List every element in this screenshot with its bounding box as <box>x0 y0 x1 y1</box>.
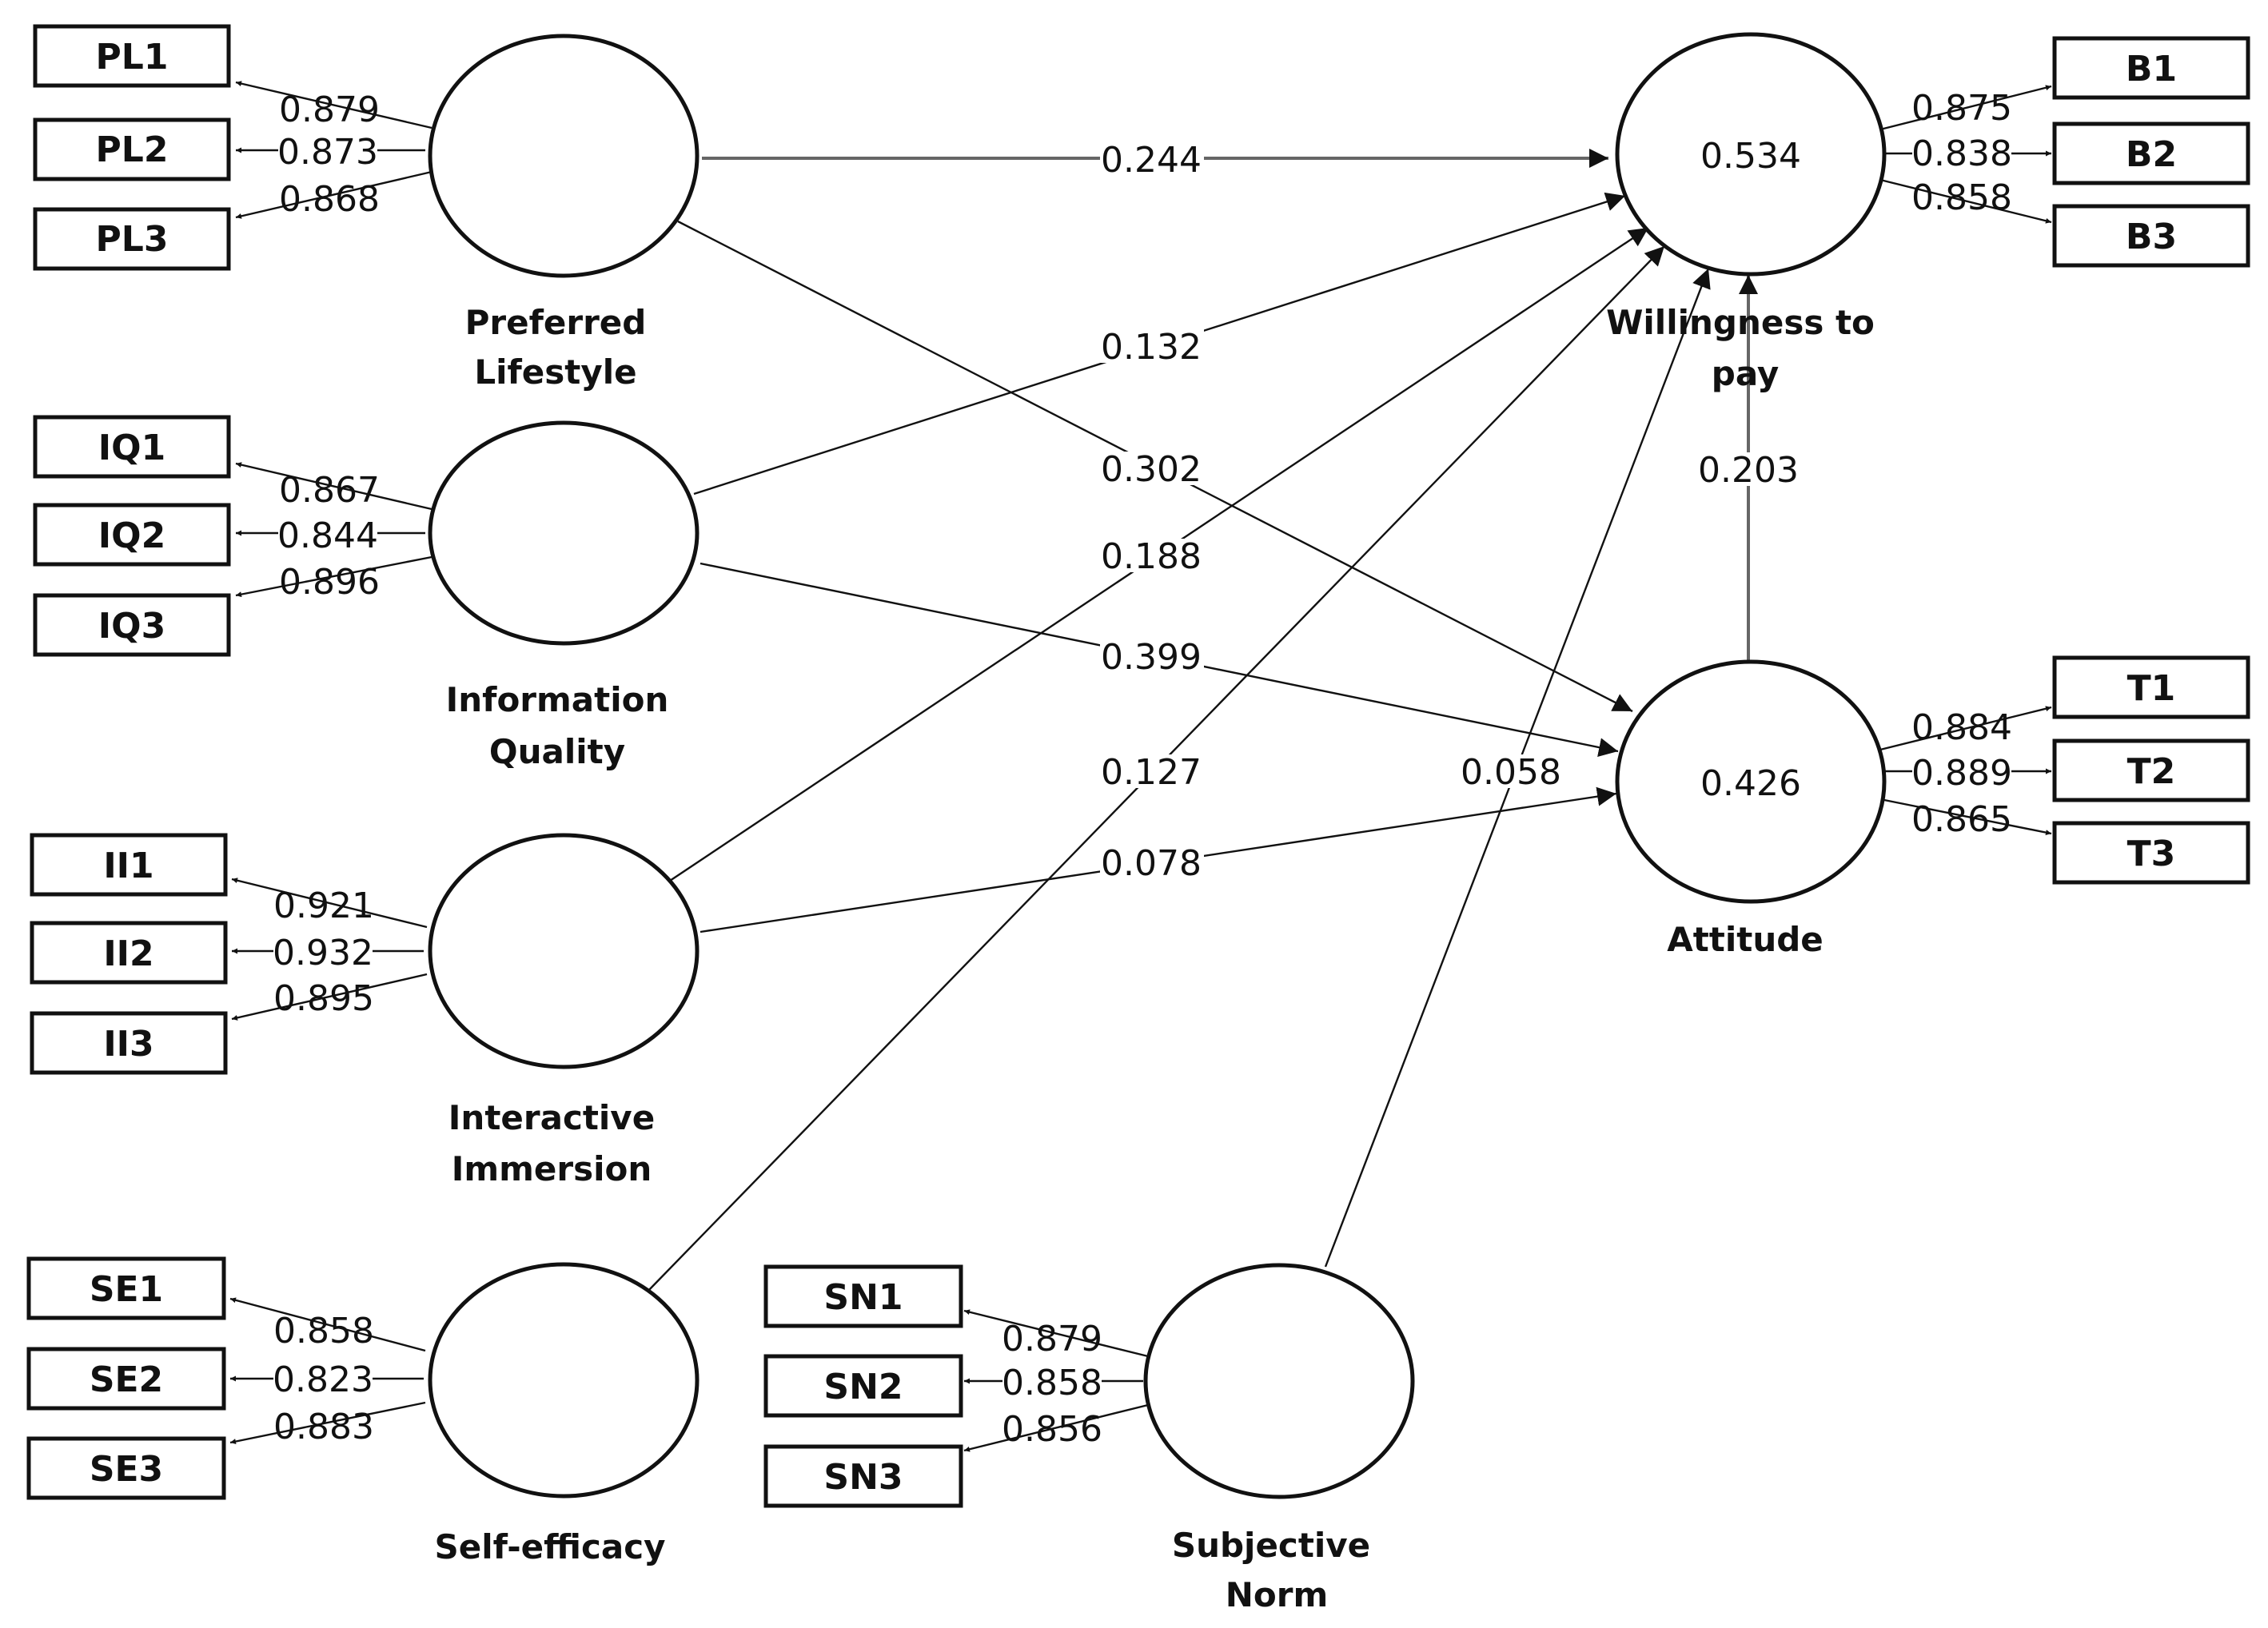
indicator-iq2: IQ2 <box>98 515 165 556</box>
indicator-sn3: SN3 <box>823 1457 903 1498</box>
lv-name-wtp-1: Willingness to <box>1606 303 1875 342</box>
indicator-pl2: PL2 <box>96 129 169 170</box>
r2-attitude: 0.426 <box>1700 763 1801 804</box>
indicator-pl3: PL3 <box>96 219 169 260</box>
coef-sn-wtp: 0.058 <box>1461 752 1561 793</box>
loading-se2: 0.823 <box>273 1359 373 1400</box>
latent-willingness-to-pay <box>1615 32 1887 277</box>
latent-subjective-norm <box>1143 1263 1415 1499</box>
lv-name-ii-1: Interactive <box>448 1098 655 1137</box>
latent-variables <box>428 32 1887 1499</box>
lv-name-pl-1: Preferred <box>465 303 647 342</box>
indicator-ii1: II1 <box>103 846 153 886</box>
path-coefficient-labels: 0.244 0.132 0.302 0.188 0.399 0.127 0.05… <box>1100 140 1800 884</box>
coef-pl-att: 0.302 <box>1101 449 1202 490</box>
loading-sn1: 0.879 <box>1002 1319 1102 1359</box>
coef-ii-att: 0.078 <box>1101 843 1202 884</box>
indicator-sn2: SN2 <box>823 1367 903 1407</box>
latent-attitude <box>1615 659 1887 904</box>
loading-iq1: 0.867 <box>279 470 380 511</box>
coef-iq-wtp: 0.132 <box>1101 327 1202 368</box>
coef-pl-wtp: 0.244 <box>1101 140 1202 181</box>
loading-iq2: 0.844 <box>277 515 378 556</box>
indicator-t1: T1 <box>2127 668 2176 709</box>
latent-preferred-lifestyle <box>428 34 700 278</box>
r2-willingness-to-pay: 0.534 <box>1700 136 1801 177</box>
lv-name-att-1: Attitude <box>1667 920 1824 959</box>
lv-name-sn-2: Norm <box>1226 1575 1328 1614</box>
loading-se1: 0.858 <box>273 1311 374 1351</box>
lv-name-iq-1: Information <box>446 680 669 719</box>
loading-pl3: 0.868 <box>279 179 380 220</box>
coef-se-wtp: 0.127 <box>1101 752 1202 793</box>
coef-att-wtp: 0.203 <box>1698 450 1799 491</box>
lv-name-wtp-2: pay <box>1712 354 1780 393</box>
loading-labels: 0.879 0.873 0.868 0.867 0.844 0.896 0.92… <box>273 88 2012 1450</box>
loading-t2: 0.889 <box>1911 753 2012 794</box>
loading-sn2: 0.858 <box>1002 1363 1102 1403</box>
lv-name-ii-2: Immersion <box>452 1149 652 1188</box>
lv-name-iq-2: Quality <box>489 732 625 771</box>
indicator-t2: T2 <box>2127 751 2176 792</box>
lv-name-se-1: Self-efficacy <box>435 1527 666 1566</box>
indicator-ii2: II2 <box>103 933 153 974</box>
indicator-ii3: II3 <box>103 1024 153 1065</box>
indicator-pl1: PL1 <box>96 37 169 78</box>
loading-b3: 0.858 <box>1911 177 2012 218</box>
latent-names: Preferred Lifestyle Information Quality … <box>435 303 1875 1614</box>
indicator-boxes: PL1 PL2 PL3 IQ1 IQ2 IQ3 II1 II2 II3 SE1 … <box>26 24 2250 1508</box>
loading-iq3: 0.896 <box>279 562 380 603</box>
latent-self-efficacy <box>428 1262 700 1499</box>
loading-ii2: 0.932 <box>273 933 373 973</box>
indicator-b2: B2 <box>2126 134 2177 175</box>
loading-b2: 0.838 <box>1911 133 2012 174</box>
loading-t1: 0.884 <box>1911 707 2012 748</box>
indicator-se3: SE3 <box>90 1449 163 1490</box>
indicator-iq1: IQ1 <box>98 428 165 468</box>
indicator-se1: SE1 <box>90 1269 163 1310</box>
indicator-iq3: IQ3 <box>98 606 165 647</box>
indicator-t3: T3 <box>2127 834 2176 874</box>
loading-t3: 0.865 <box>1911 799 2012 840</box>
loading-sn3: 0.856 <box>1002 1409 1102 1450</box>
lv-name-sn-1: Subjective <box>1172 1526 1370 1565</box>
indicator-se2: SE2 <box>90 1359 163 1400</box>
latent-information-quality <box>428 420 700 646</box>
loading-pl1: 0.879 <box>279 90 380 130</box>
coef-ii-wtp: 0.188 <box>1101 536 1202 577</box>
loading-pl2: 0.873 <box>277 132 378 173</box>
loading-ii1: 0.921 <box>273 886 374 926</box>
indicator-b1: B1 <box>2126 49 2177 90</box>
lv-name-pl-2: Lifestyle <box>474 352 636 392</box>
loading-ii3: 0.895 <box>273 978 374 1019</box>
indicator-sn1: SN1 <box>823 1277 903 1318</box>
coef-iq-att: 0.399 <box>1101 637 1202 678</box>
indicator-b3: B3 <box>2126 217 2177 257</box>
latent-interactive-immersion <box>428 833 700 1069</box>
loading-b1: 0.875 <box>1911 88 2012 129</box>
loading-se3: 0.883 <box>273 1407 374 1447</box>
